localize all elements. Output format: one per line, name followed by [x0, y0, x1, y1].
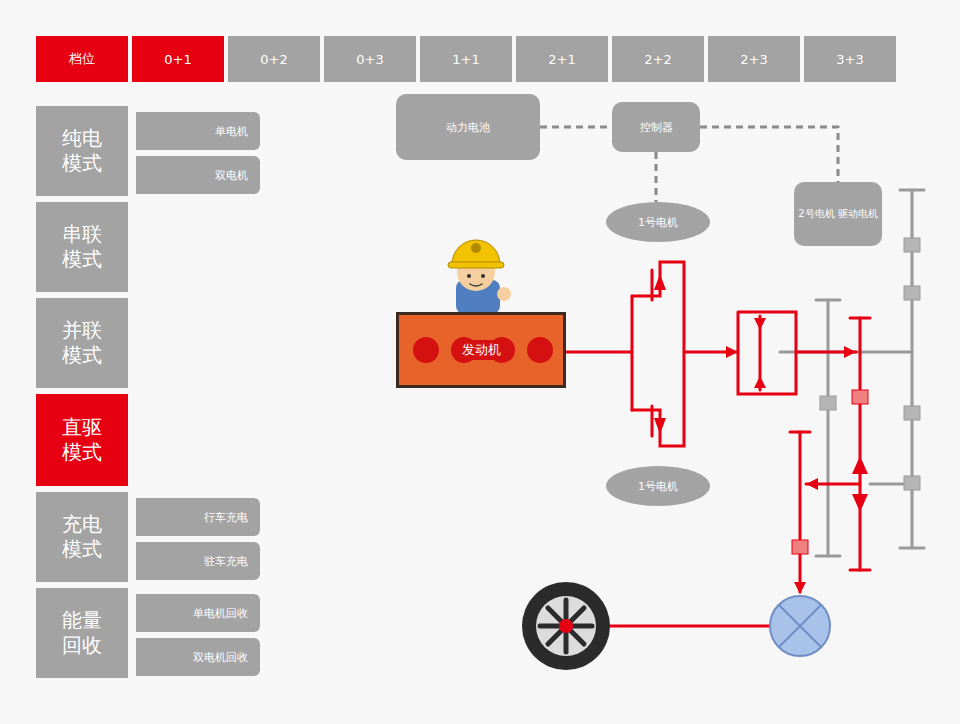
gear-tab: 2+2: [612, 36, 704, 82]
node-label: 驻车充电: [204, 554, 248, 569]
submode-button: 双电机: [136, 156, 260, 194]
node-label: 动力电池: [446, 120, 490, 135]
grey-gear-teeth: [820, 238, 920, 490]
node-label: 行车充电: [204, 510, 248, 525]
node-label: 1+1: [452, 52, 479, 67]
mode-button: 纯电模式: [36, 106, 128, 196]
red-gear-teeth: [792, 390, 868, 554]
mode-button: 能量回收: [36, 588, 128, 678]
node-label: 双电机: [215, 168, 248, 183]
node-label: 发动机: [458, 340, 505, 360]
signal-connector: [655, 152, 658, 202]
node-label: 直驱模式: [62, 415, 102, 465]
engine-block: 发动机: [396, 312, 566, 388]
gear-tab: 1+1: [420, 36, 512, 82]
cylinder-dot: [413, 337, 439, 363]
node-label: 2+3: [740, 52, 767, 67]
gear-tab: 3+3: [804, 36, 896, 82]
node-label: 2+2: [644, 52, 671, 67]
node-label: 1号电机: [638, 479, 678, 494]
submode-button: 行车充电: [136, 498, 260, 536]
power-flow: [566, 262, 870, 626]
mode-button: 并联模式: [36, 298, 128, 388]
differential: [770, 596, 830, 656]
node-label: 0+2: [260, 52, 287, 67]
node-label: 双电机回收: [193, 650, 248, 665]
submode-button: 驻车充电: [136, 542, 260, 580]
signal-connector: [540, 126, 612, 129]
node-label: 0+1: [164, 52, 191, 67]
mode-button: 串联模式: [36, 202, 128, 292]
node-label: 控制器: [640, 120, 673, 135]
node-label: 1号电机: [638, 215, 678, 230]
gear-tab: 0+3: [324, 36, 416, 82]
submode-button: 单电机回收: [136, 594, 260, 632]
node-label: 纯电模式: [62, 126, 102, 176]
signal-connector: [700, 127, 838, 182]
node-label: 单电机回收: [193, 606, 248, 621]
component-box: 控制器: [612, 102, 700, 152]
motor-ellipse: 1号电机: [606, 202, 710, 242]
worker-cartoon: [448, 240, 511, 314]
node-label: 0+3: [356, 52, 383, 67]
component-box: 动力电池: [396, 94, 540, 160]
mode-button: 充电模式: [36, 492, 128, 582]
node-label: 2号电机 驱动电机: [798, 207, 877, 221]
mode-button: 直驱模式: [36, 394, 128, 486]
motor-ellipse: 1号电机: [606, 466, 710, 506]
gear-tab: 档位: [36, 36, 128, 82]
gear-tab: 2+3: [708, 36, 800, 82]
wheel: [522, 582, 610, 670]
node-label: 3+3: [836, 52, 863, 67]
cylinder-dot: [527, 337, 553, 363]
gear-tab: 2+1: [516, 36, 608, 82]
component-box: 2号电机 驱动电机: [794, 182, 882, 246]
node-label: 档位: [69, 50, 95, 68]
node-label: 单电机: [215, 124, 248, 139]
gear-tab: 0+2: [228, 36, 320, 82]
node-label: 2+1: [548, 52, 575, 67]
power-flow-heads: [654, 274, 868, 594]
node-label: 并联模式: [62, 318, 102, 368]
submode-button: 单电机: [136, 112, 260, 150]
node-label: 充电模式: [62, 512, 102, 562]
submode-button: 双电机回收: [136, 638, 260, 676]
node-label: 能量回收: [62, 608, 102, 658]
gear-tab: 0+1: [132, 36, 224, 82]
node-label: 串联模式: [62, 222, 102, 272]
